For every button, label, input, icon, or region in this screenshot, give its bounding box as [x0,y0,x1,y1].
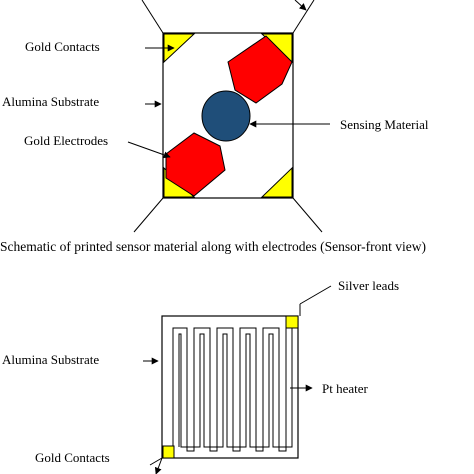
alumina-substrate-label-top: Alumina Substrate [2,94,99,109]
pt-heater-label: Pt heater [322,381,369,396]
lead-wire-top-right [292,0,315,34]
gold-contact-bottom-right [260,166,293,198]
alumina-substrate-label-bottom: Alumina Substrate [2,352,99,367]
silver-leads-label: Silver leads [338,278,399,293]
gold-contacts-line-bottom [149,457,163,466]
lead-wire-bottom-left [133,197,164,233]
alumina-substrate-top [162,32,294,199]
gold-contact-pad-bottom [162,445,175,459]
sensor-back-view: Silver leads Alumina Substrate Pt heater… [2,278,399,474]
sensor-front-view: Gold Contacts Alumina Substrate Gold Ele… [0,0,429,254]
sensing-material-disc [201,90,251,142]
sensing-material-label: Sensing Material [340,117,429,132]
gold-electrodes-label: Gold Electrodes [24,133,108,148]
alumina-substrate-bottom [161,315,299,459]
silver-leads-connector [299,285,332,305]
front-view-caption: Schematic of printed sensor material alo… [0,239,426,254]
gold-electrodes-arrow [127,141,171,159]
gold-contacts-arrow-bottom [154,457,163,474]
lead-wire-top-left [141,0,164,34]
gold-contacts-label-top: Gold Contacts [25,39,100,54]
gold-electrode-upper [227,35,293,104]
lead-wire-bottom-right [292,197,323,233]
pt-heater-meander [172,327,290,452]
silver-lead-pad [285,315,299,329]
top-edge-arrow [294,0,307,11]
gold-contacts-label-bottom: Gold Contacts [35,450,110,465]
pt-heater-meander-inner [178,322,293,448]
